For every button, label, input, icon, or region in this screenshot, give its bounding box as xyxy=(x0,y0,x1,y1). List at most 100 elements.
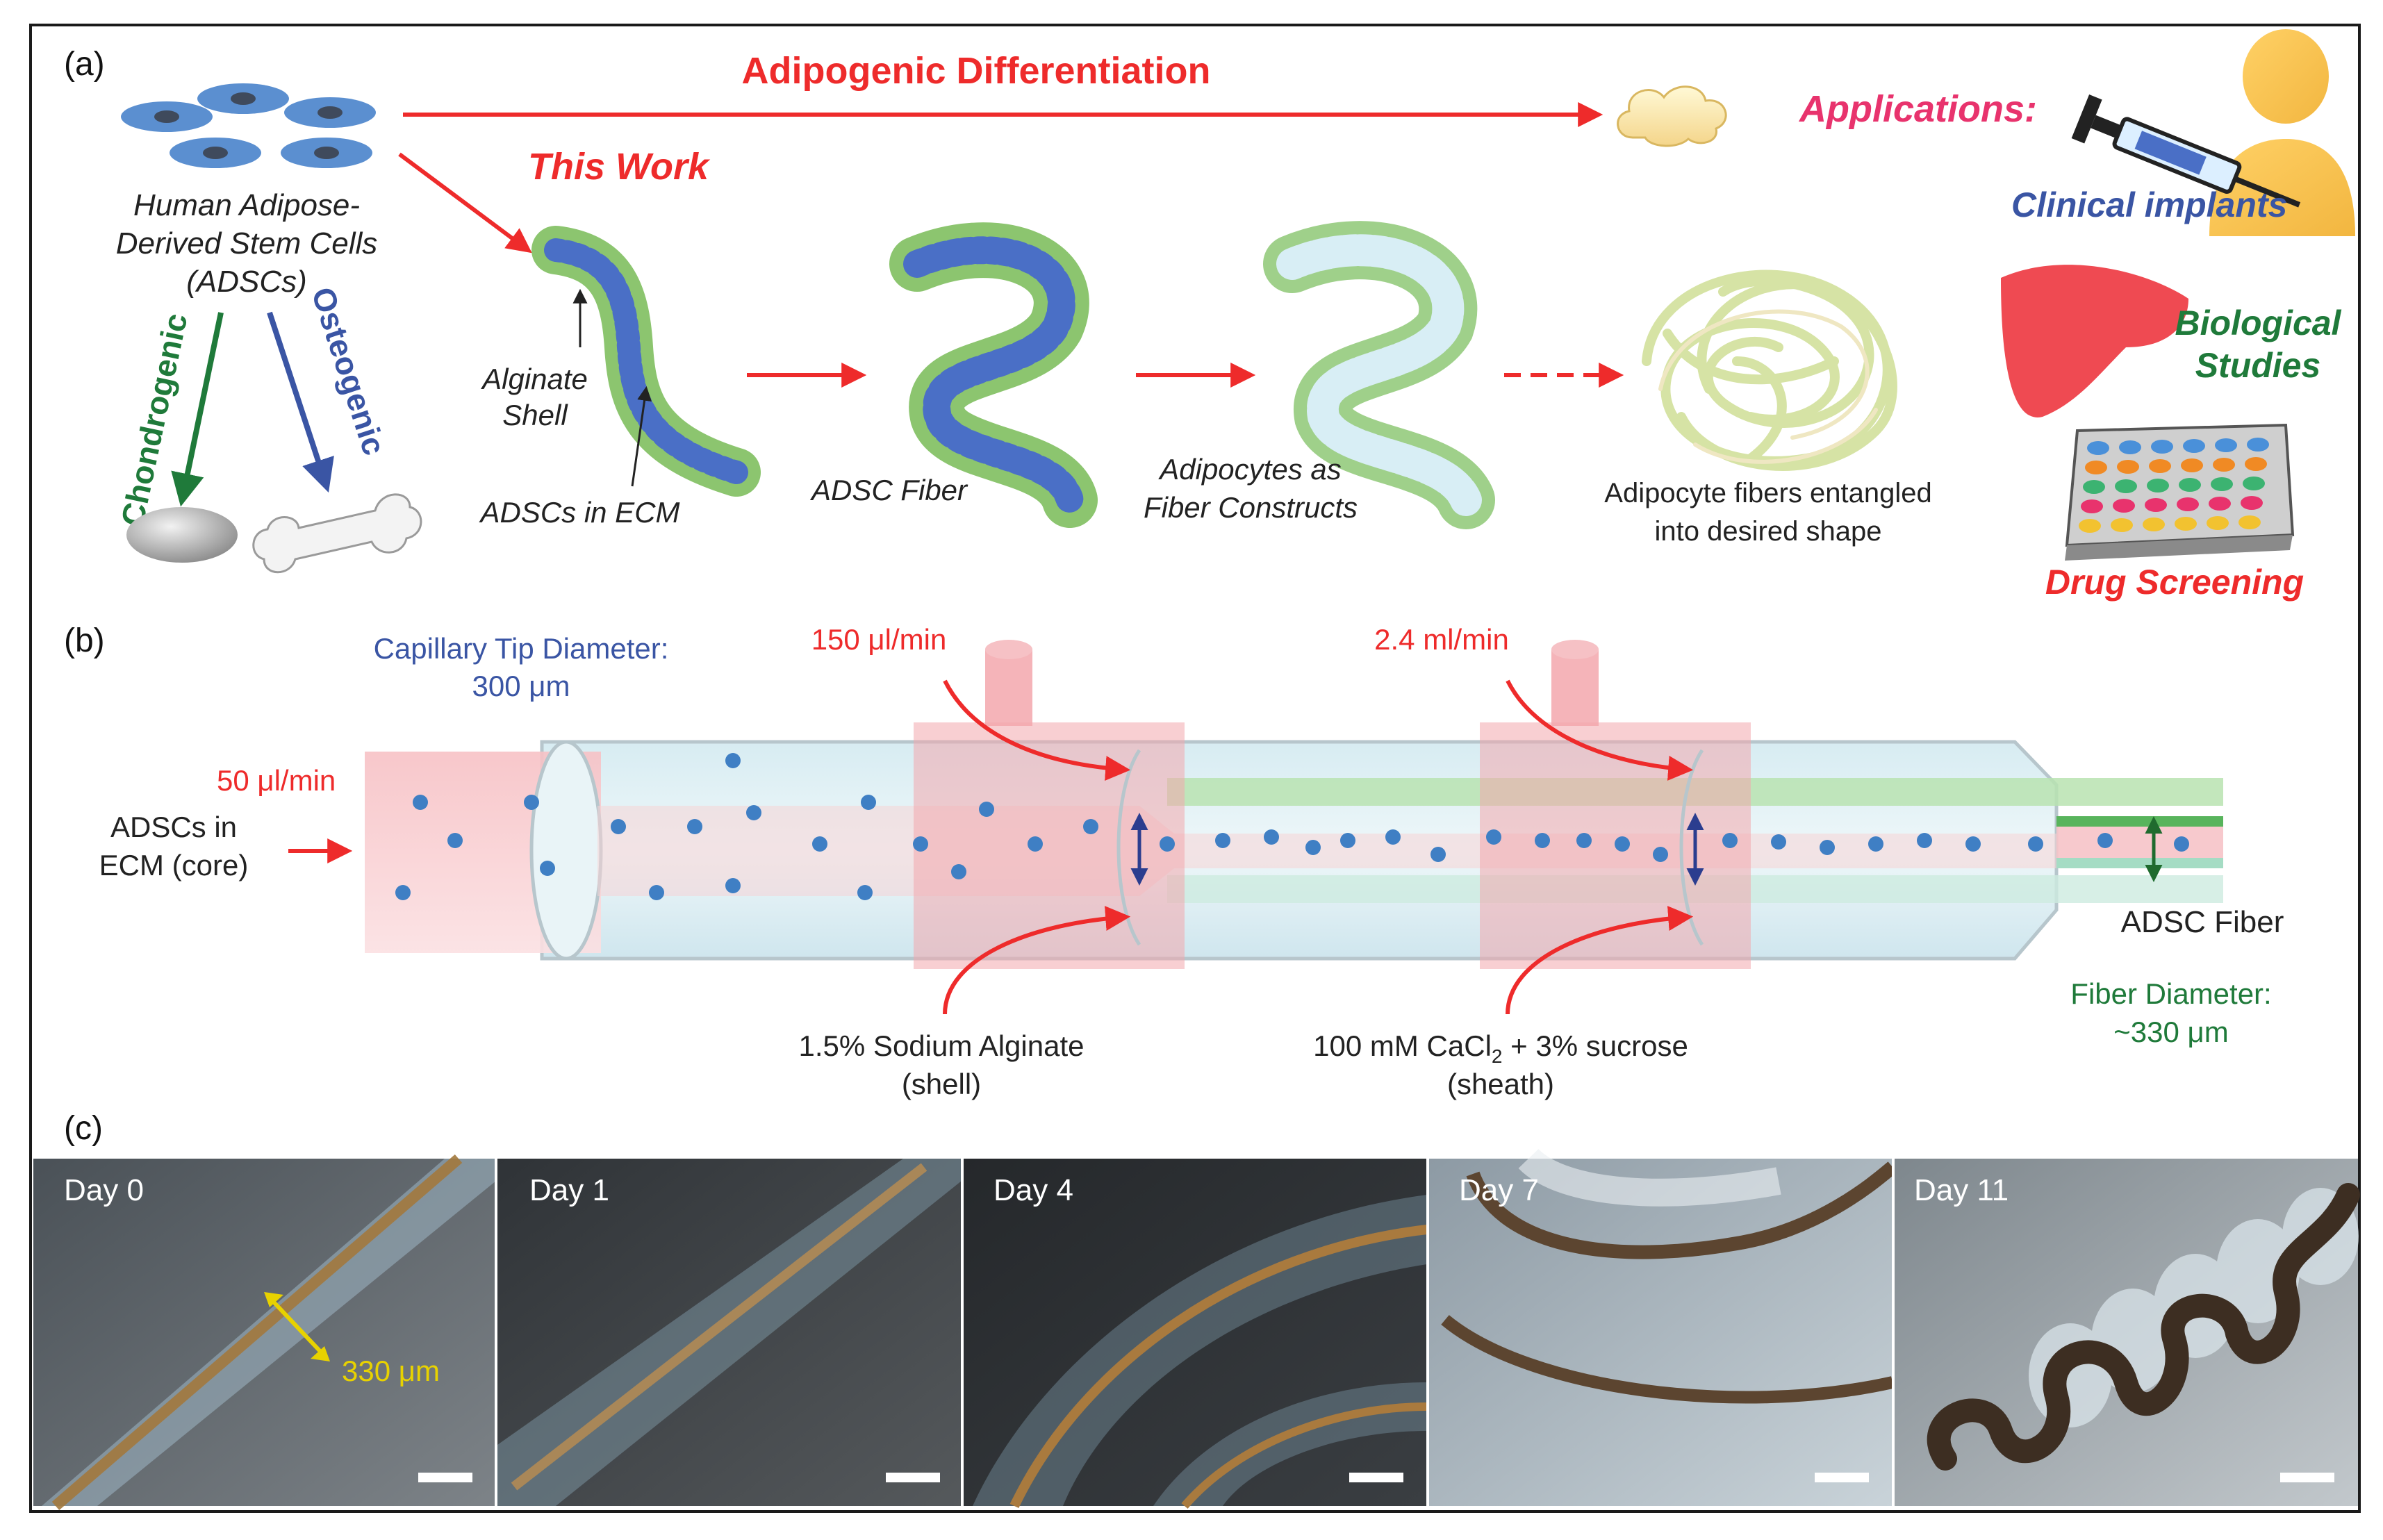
adipocyte-cloud-icon xyxy=(1617,85,1727,147)
tube-cell xyxy=(1385,829,1401,845)
core-label-1: ADSCs in xyxy=(110,811,237,843)
core-label-2: ECM (core) xyxy=(99,849,249,881)
tube-cell xyxy=(1083,819,1098,834)
this-work-arrow xyxy=(398,152,532,254)
tube-cell xyxy=(687,819,702,834)
tube-cell xyxy=(447,833,463,848)
sheath-inlet xyxy=(1551,649,1599,726)
tube-cell xyxy=(395,885,411,900)
tube-cell xyxy=(1771,834,1786,850)
scale-bar-0 xyxy=(418,1473,472,1482)
alginate-fiber-icon xyxy=(531,226,761,497)
tube-cell xyxy=(1653,847,1668,862)
alginate-label-2: Shell xyxy=(502,399,568,431)
flow-sheath-label: 2.4 ml/min xyxy=(1374,623,1509,656)
sheath-inlet-top xyxy=(1551,640,1599,659)
cells-label-1: Human Adipose- xyxy=(133,188,360,222)
tube-cell xyxy=(540,861,555,876)
fiber-out-core xyxy=(2056,827,2223,858)
panel-c-label: (c) xyxy=(64,1110,103,1147)
tube-cell xyxy=(979,802,994,817)
tube-cell xyxy=(1917,833,1932,848)
capillary-label-1: Capillary Tip Diameter: xyxy=(374,632,669,665)
well xyxy=(2117,460,2139,474)
flow-core-label: 50 μl/min xyxy=(217,764,336,797)
capillary-label-2: 300 μm xyxy=(472,670,570,702)
tube-cells xyxy=(395,753,2189,900)
adipocyte-fiber-spiral-icon xyxy=(1263,221,1495,529)
entangled-label-2: into desired shape xyxy=(1655,516,1882,547)
stem-cells-icon xyxy=(121,83,376,168)
cells-label-3: (ADSCs) xyxy=(186,265,307,299)
shell-label-1: 1.5% Sodium Alginate xyxy=(799,1029,1085,1062)
micrograph-day-11 xyxy=(1894,1159,2360,1506)
micrograph-day-1 xyxy=(497,1159,962,1506)
well xyxy=(2145,498,2167,512)
capillary-tip xyxy=(529,740,603,961)
day-label-1: Day 1 xyxy=(529,1173,609,1207)
entangled-label-1: Adipocyte fibers entangled xyxy=(1604,478,1931,508)
tube-cell xyxy=(1430,847,1446,862)
tube-cell xyxy=(1965,836,1981,852)
well xyxy=(2243,477,2265,490)
sheath-label-1: 100 mM CaCl2 + 3% sucrose xyxy=(1313,1029,1688,1067)
scale-bar-3 xyxy=(1815,1473,1869,1482)
well xyxy=(2181,458,2203,472)
sheath-flow-arrow-bottom xyxy=(1506,906,1694,1015)
adipogenic-label: Adipogenic Differentiation xyxy=(742,50,1211,92)
well xyxy=(2083,480,2105,494)
measure-label: 330 μm xyxy=(342,1355,440,1387)
shell-junction xyxy=(914,722,1185,969)
adscs-ecm-label: ADSCs in ECM xyxy=(478,496,679,529)
tube-cell xyxy=(1576,833,1592,848)
well xyxy=(2111,518,2133,532)
bone-icon xyxy=(252,493,422,574)
well xyxy=(2241,496,2263,510)
well xyxy=(2147,479,2169,492)
tube-cell xyxy=(1535,833,1550,848)
tube-cell xyxy=(1722,833,1738,848)
adipocytes-label-1: Adipocytes as xyxy=(1157,453,1341,486)
tube-cell xyxy=(611,819,626,834)
shell-flow-arrow-top xyxy=(943,679,1131,781)
ecm-pointer xyxy=(631,386,652,487)
sheath-flow-arrow-top xyxy=(1506,679,1694,781)
day-label-0: Day 0 xyxy=(64,1173,144,1207)
well xyxy=(2245,457,2267,471)
tube-cell xyxy=(649,885,664,900)
this-work-label: This Work xyxy=(528,146,711,188)
tube-cell xyxy=(951,864,966,879)
tube-cell xyxy=(812,836,827,852)
tube-cell xyxy=(2174,836,2189,852)
tube-cell xyxy=(1820,840,1835,855)
tube-cell xyxy=(1868,836,1883,852)
adsc-fiber-label: ADSC Fiber xyxy=(809,474,968,506)
micrograph-day-7 xyxy=(1428,1148,1897,1506)
person-icon xyxy=(2209,29,2355,236)
well xyxy=(2085,461,2107,474)
shell-label-2: (shell) xyxy=(902,1068,981,1100)
well xyxy=(2151,440,2173,454)
tube-cell xyxy=(725,753,741,768)
well xyxy=(2179,478,2201,492)
biological-label-2: Studies xyxy=(2195,346,2321,385)
well xyxy=(2149,459,2171,473)
well xyxy=(2215,438,2237,452)
tube-cell xyxy=(1486,829,1501,845)
well xyxy=(2115,479,2137,493)
tube-cell xyxy=(2028,836,2043,852)
adsc-fiber-spiral-icon xyxy=(889,222,1098,528)
cartilage-icon xyxy=(126,507,238,563)
tube-cell xyxy=(725,878,741,893)
entangled-fibers-outline xyxy=(1658,309,1878,464)
measure-head-2 xyxy=(311,1346,330,1361)
well xyxy=(2209,497,2231,511)
fiber-out-bottom xyxy=(2056,858,2223,868)
adipocytes-label-2: Fiber Constructs xyxy=(1144,491,1358,524)
tube-cell xyxy=(913,836,928,852)
clinical-label: Clinical implants xyxy=(2011,185,2287,224)
tube-cell xyxy=(2097,833,2113,848)
well xyxy=(2113,499,2135,513)
